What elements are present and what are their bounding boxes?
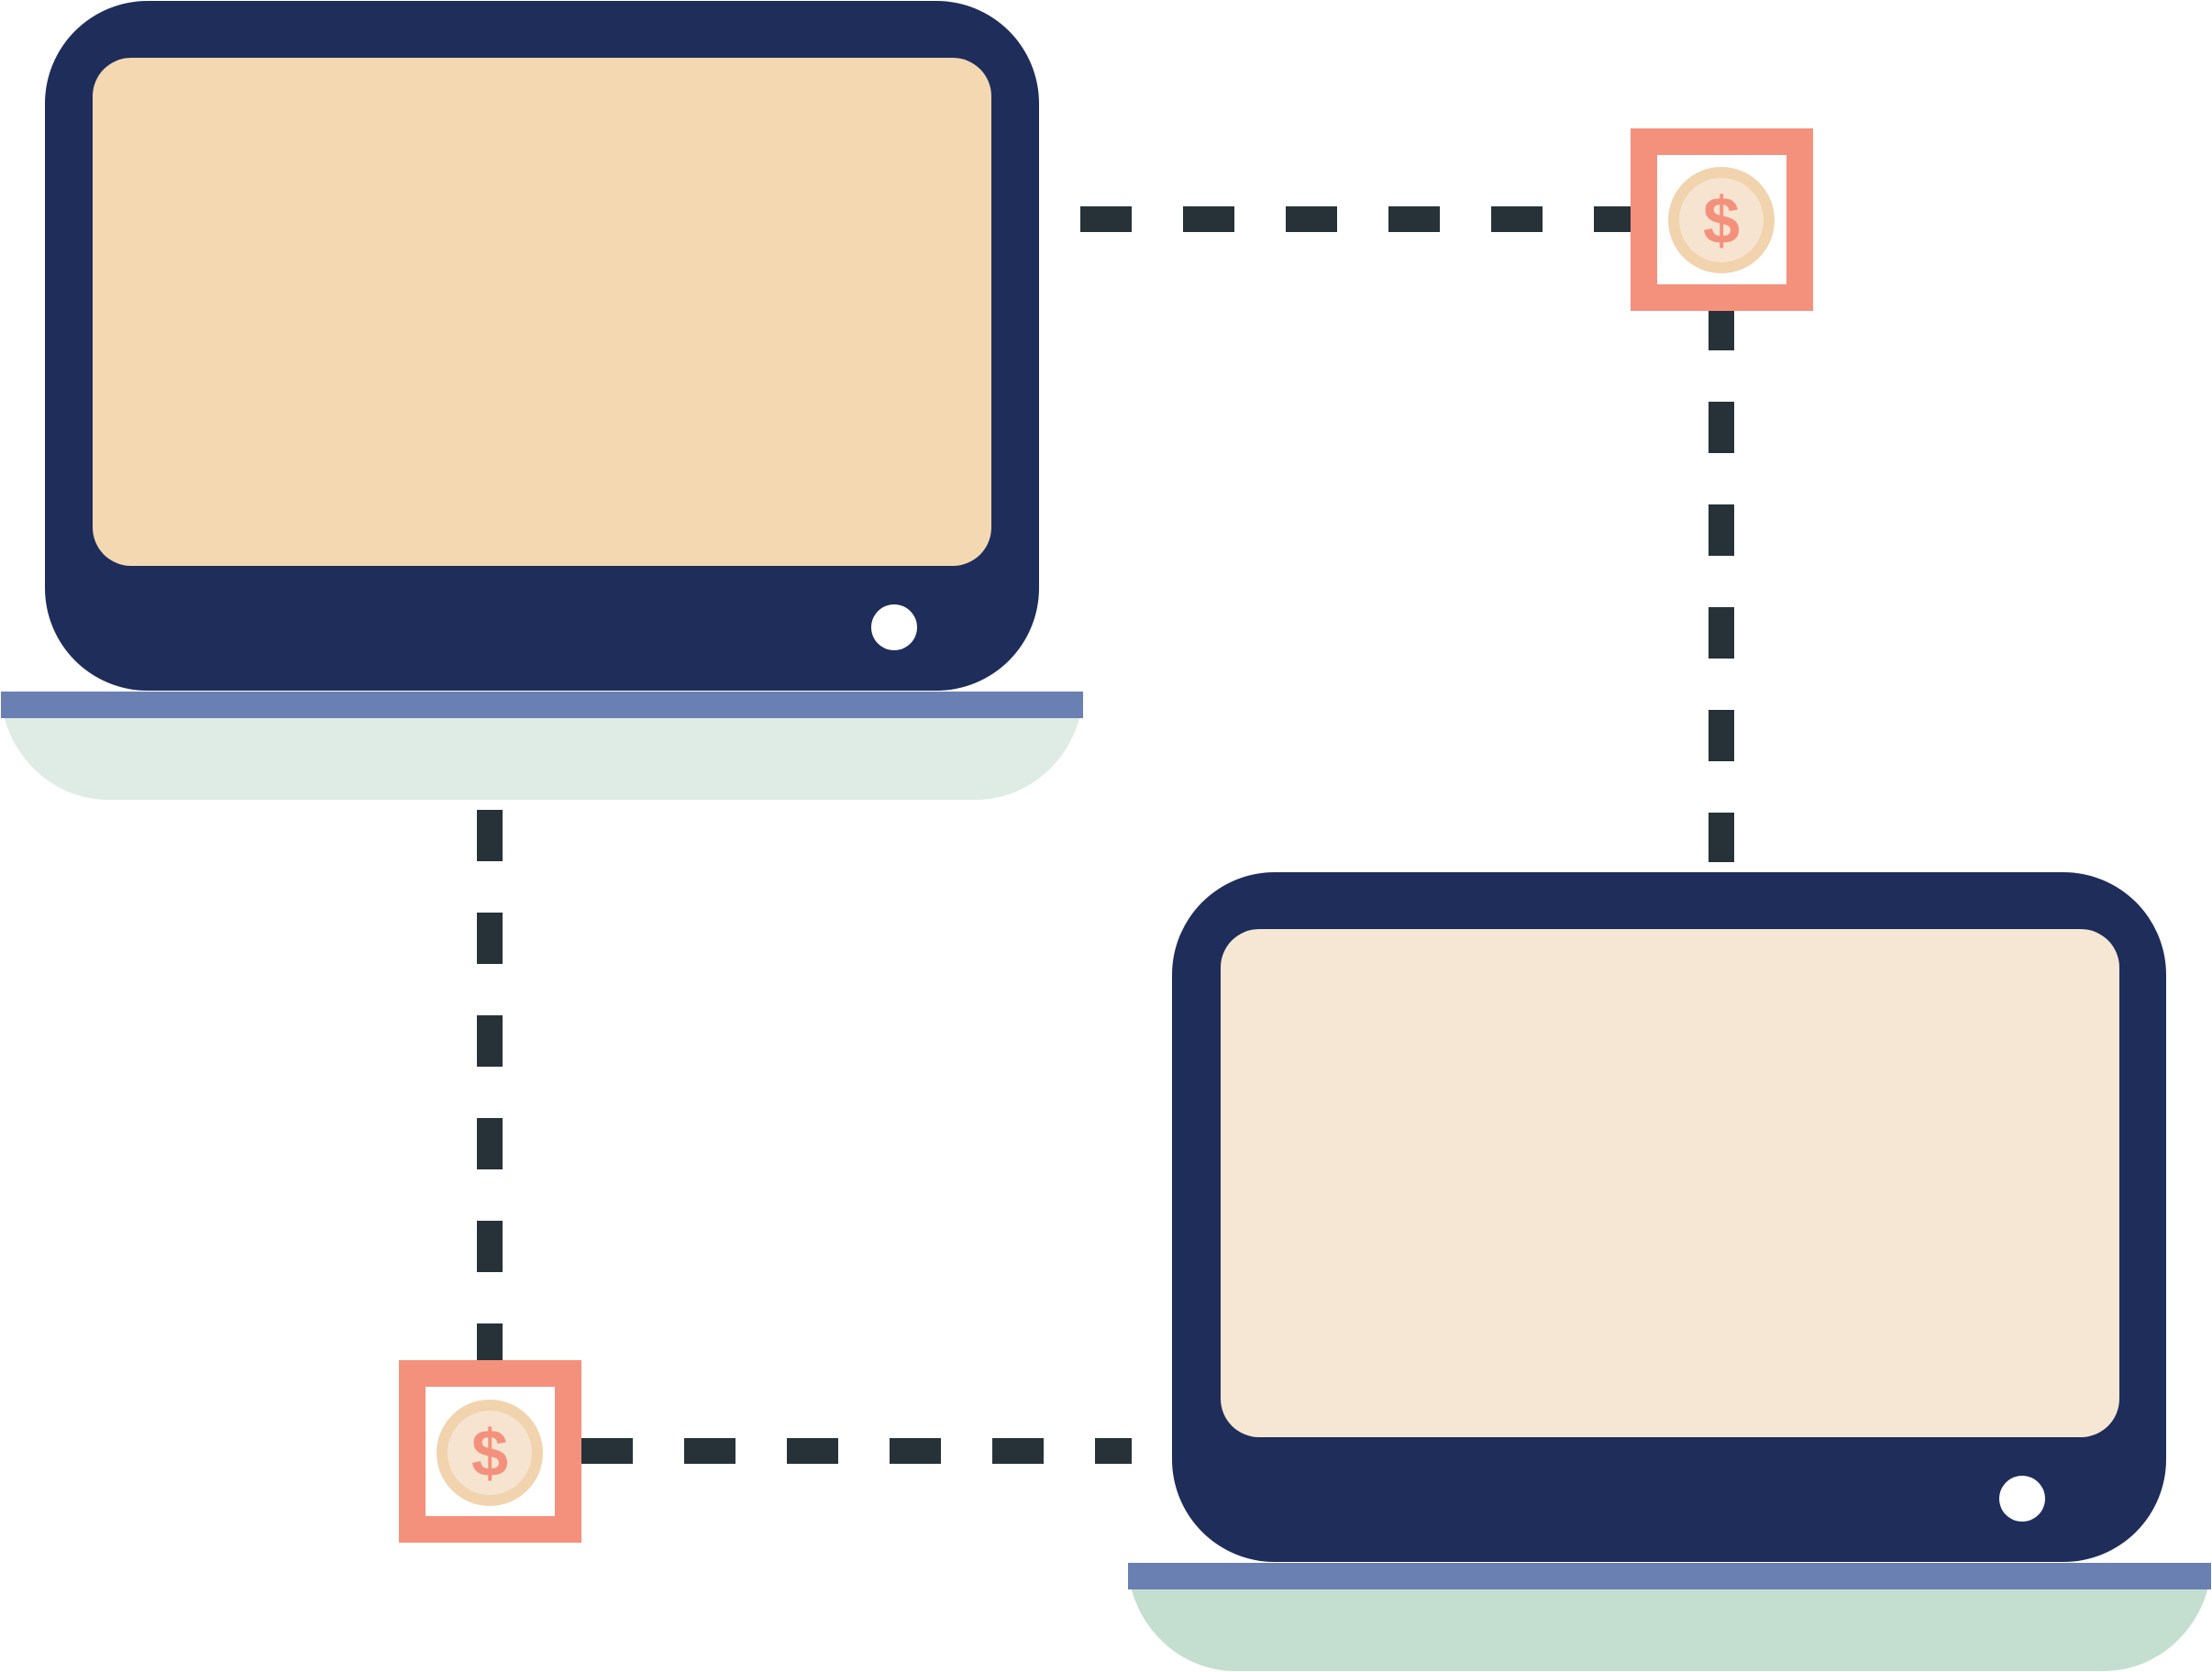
dashed-connectors <box>477 206 1734 1464</box>
payment-node-bottom-left: $ <box>399 1360 581 1543</box>
laptop-bottom-right <box>1128 872 2211 1671</box>
camera-dot <box>1999 1476 2045 1522</box>
laptop-base <box>1128 1563 2211 1671</box>
dollar-sign: $ <box>471 1417 508 1490</box>
camera-dot <box>871 604 917 650</box>
coin-inner <box>1679 178 1764 262</box>
laptop-screen <box>93 58 991 566</box>
dollar-sign: $ <box>1703 184 1740 258</box>
laptop-screen <box>1221 929 2119 1437</box>
laptop-base <box>1 692 1083 800</box>
coin-inner <box>448 1411 532 1495</box>
payment-node-top-right: $ <box>1631 128 1813 311</box>
laptop-hinge <box>1 692 1083 718</box>
laptop-hinge <box>1128 1563 2211 1589</box>
laptop-top-left <box>1 1 1083 800</box>
